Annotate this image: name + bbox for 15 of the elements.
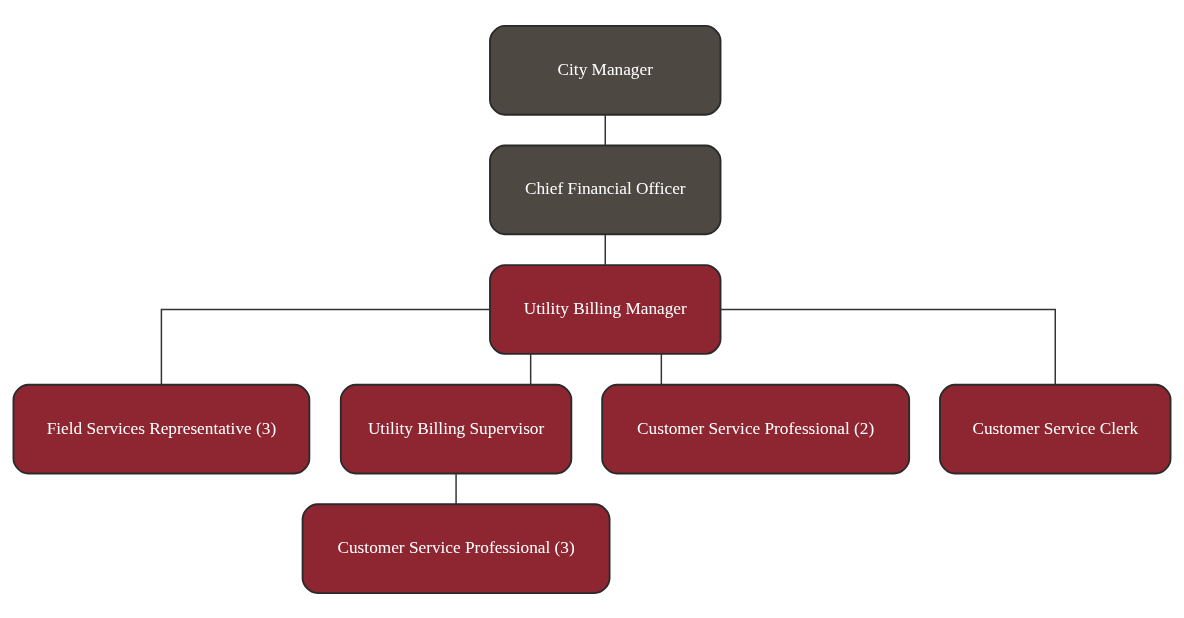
connector xyxy=(604,233,606,266)
connector xyxy=(660,352,663,385)
node-box: Utility Billing Manager xyxy=(489,263,722,355)
node-box: City Manager xyxy=(489,24,722,116)
node-box: Field Services Representative (3) xyxy=(12,383,311,474)
connector xyxy=(455,472,457,505)
node-box: Customer Service Professional (3) xyxy=(301,502,611,594)
node-box: Customer Service Professional (2) xyxy=(601,383,911,474)
node-box: Chief Financial Officer xyxy=(489,144,722,235)
connector xyxy=(160,308,491,385)
node-box: Utility Billing Supervisor xyxy=(339,383,573,474)
connector xyxy=(604,113,606,146)
connector xyxy=(529,352,532,385)
connector xyxy=(719,308,1056,385)
node-box: Customer Service Clerk xyxy=(939,383,1172,474)
